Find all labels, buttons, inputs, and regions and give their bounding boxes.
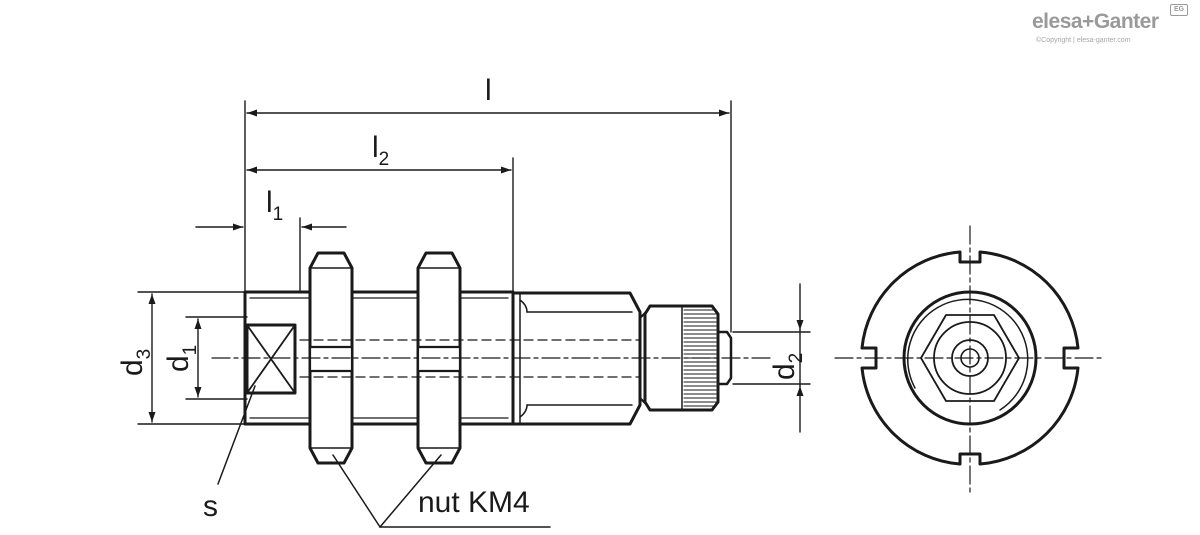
callout-s: s (203, 490, 218, 523)
label-d3: d3 (116, 349, 155, 376)
brand-logo: elesa+Ganter EG ©Copyright | elesa-gante… (1032, 4, 1192, 50)
dimension-lines (148, 109, 804, 433)
nut-left (308, 251, 354, 465)
leader-s (217, 385, 256, 485)
slotted-nut-outline (860, 250, 1080, 466)
side-view (137, 100, 811, 528)
square-socket (245, 323, 297, 395)
label-d1: d1 (162, 345, 201, 372)
logo-copyright: ©Copyright | elesa-ganter.com (1036, 37, 1131, 44)
leader-lines (217, 385, 551, 528)
leader-nut-1 (332, 454, 381, 528)
extension-lines (137, 100, 811, 425)
callout-nut: nut KM4 (418, 486, 530, 519)
label-l2: l2 (372, 131, 389, 170)
label-d2: d2 (768, 353, 807, 380)
logo-badge: EG (1170, 4, 1188, 16)
dimension-labels: l l2 l1 d3 d1 d2 (116, 74, 807, 380)
label-l: l (485, 74, 492, 107)
label-l1: l1 (266, 186, 283, 225)
end-view (834, 225, 1106, 493)
knurled-knob (643, 304, 720, 412)
thread-arc (907, 298, 1029, 411)
leader-nut-2 (379, 454, 442, 528)
knurl-pattern (683, 309, 717, 407)
logo-wordmark: elesa+Ganter (1032, 10, 1159, 33)
hex-section (511, 291, 642, 426)
